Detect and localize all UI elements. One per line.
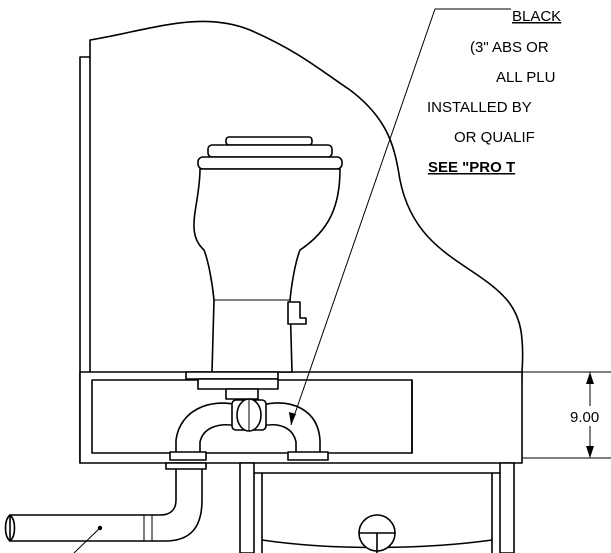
pipe-leader [73, 527, 101, 553]
drain-pipe [9, 462, 203, 542]
holding-tank [239, 462, 515, 553]
tank-left-bracket [239, 462, 255, 553]
callout-line-5: OR QUALIF [454, 129, 535, 146]
right-pipe-collar [287, 451, 329, 461]
dim-arrow-bottom [586, 446, 594, 458]
toilet-lid-top [225, 136, 313, 146]
callout-leader [290, 8, 511, 426]
flange-collar [225, 388, 259, 400]
callout-arrowhead [289, 412, 296, 425]
tank-right-bracket [499, 462, 515, 553]
callout-line-1: BLACK [512, 8, 561, 25]
water-inlet-fitting [287, 301, 307, 325]
cabinet-cutaway-outline [79, 20, 524, 464]
toilet-seat [197, 156, 343, 170]
toilet-lid [207, 144, 333, 158]
dimension-value: 9.00 [570, 409, 599, 426]
mounting-flange [185, 371, 279, 380]
drain-fitting-assembly [169, 398, 329, 461]
callout-line-4: INSTALLED BY [427, 99, 532, 116]
toilet [193, 136, 343, 373]
callout-text: BLACK (3" ABS OR ALL PLU INSTALLED BY OR… [427, 8, 561, 176]
dim-arrow-top [586, 372, 594, 384]
dim-label-bg [568, 406, 611, 426]
pipe-coupling [165, 462, 207, 470]
toilet-bowl [193, 168, 341, 373]
callout-note: SEE "PRO T [428, 159, 515, 176]
flange-plate [197, 378, 279, 390]
callout-line-3: ALL PLU [496, 69, 555, 86]
pipe-cut-end [4, 514, 11, 542]
pipe-leader-dot [97, 525, 103, 531]
left-pipe-collar [169, 451, 207, 461]
callout-line-2: (3" ABS OR [470, 39, 549, 56]
pipe-cut-end-inner [9, 514, 16, 542]
